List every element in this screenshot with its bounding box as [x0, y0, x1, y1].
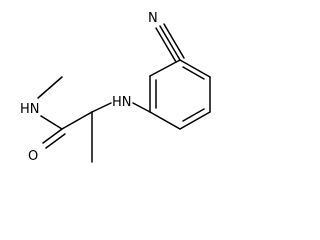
benzene-ring	[149, 59, 211, 130]
aryl-amine-bond	[132, 102, 151, 113]
ring-double-bond	[182, 66, 205, 80]
chemical-structure: N HN HN O	[20, 11, 211, 164]
ring-bond	[149, 111, 181, 130]
amide-methyl-bond	[37, 76, 63, 99]
amine-nh-label: HN	[112, 95, 132, 110]
alpha-carbonyl-bond	[61, 111, 93, 130]
amide-nh-label: HN	[20, 102, 40, 117]
amine-alpha-carbon-bond	[91, 102, 112, 113]
triple-bond	[159, 25, 181, 61]
ring-bond	[149, 59, 181, 77]
carbonyl-double-bond	[42, 128, 66, 149]
cyano-group	[155, 23, 185, 63]
ring-bond	[179, 111, 211, 130]
triple-bond	[155, 27, 177, 63]
ring-double-bond	[182, 108, 205, 122]
carbonyl-oxygen-label: O	[28, 149, 38, 164]
triple-bond	[163, 23, 185, 59]
cyano-nitrogen-label: N	[148, 11, 158, 26]
ring-bond	[179, 59, 211, 78]
carbonyl-amide-bond	[40, 115, 63, 130]
